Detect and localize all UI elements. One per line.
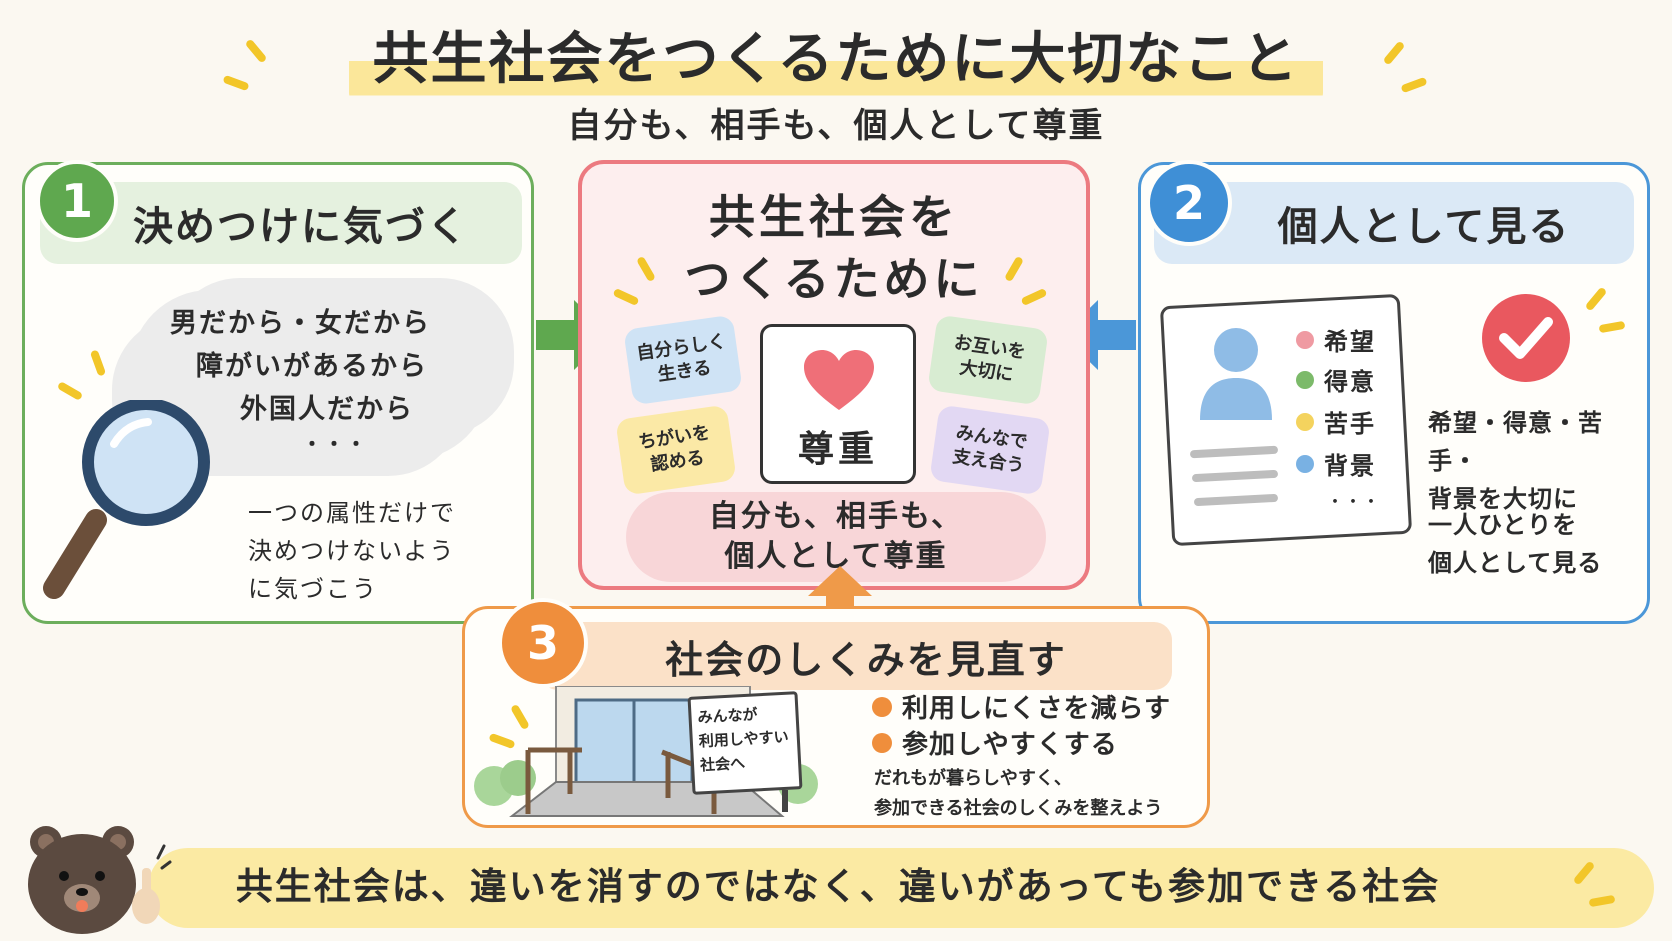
system-item-label: 参加しやすくする: [902, 730, 1118, 760]
speech-bubble: ちがいを認める: [615, 404, 737, 496]
legend-item: 苦手: [1296, 404, 1376, 439]
legend-item: 背景: [1296, 446, 1376, 481]
system-item: 参加しやすくする: [872, 724, 1118, 761]
center-title-line: つくるために: [684, 252, 984, 306]
stereotype-line: 障がいがあるから: [196, 351, 428, 382]
panel1-heading: 決めつけに気づく: [40, 182, 522, 264]
center-title: 共生社会を つくるために: [578, 186, 1090, 310]
center-summary-line: 自分も、相手も、: [708, 499, 964, 534]
number-badge-1: 1: [36, 160, 118, 242]
bottom-banner: [148, 848, 1654, 928]
legend-label: 背景: [1324, 452, 1376, 480]
system-item: 利用しにくさを減らす: [872, 688, 1171, 725]
panel3-heading: 社会のしくみを見直す: [540, 622, 1172, 690]
sign-line: 社会へ: [699, 754, 746, 775]
legend-item: 希望: [1296, 322, 1376, 357]
panel3-heading-text: 社会のしくみを見直す: [665, 637, 1067, 682]
bullet-dot: [872, 696, 892, 717]
sign-line: 利用しやすい: [698, 727, 790, 751]
bottom-message: 共生社会は、違いを消すのではなく、違いがあっても参加できる社会: [235, 865, 1441, 908]
speech-bubble: みんなで支え合う: [929, 404, 1051, 496]
panel2-text-line: 一人ひとりを: [1428, 511, 1578, 539]
number-badge-3-text: 3: [526, 616, 559, 670]
bullet-dot: [872, 732, 892, 753]
stereotype-line: ・・・: [302, 432, 368, 456]
center-summary-line: 個人として尊重: [724, 539, 948, 574]
panel2-text-line: 希望・得意・苦手・: [1428, 409, 1603, 475]
respect-label: 尊重: [797, 429, 878, 470]
system-item-label: 利用しにくさを減らす: [902, 694, 1171, 724]
stereotype-list: 男だから・女だから 障がいがあるから 外国人だから ・・・: [150, 302, 480, 457]
page-title: 共生社会をつくるために大切なこと: [348, 10, 1324, 103]
person-icon: [1200, 328, 1272, 420]
legend-label: 苦手: [1324, 410, 1376, 438]
center-summary: 自分も、相手も、 個人として尊重: [626, 497, 1046, 577]
number-badge-1-text: 1: [60, 174, 93, 228]
bear-mascot-icon: [28, 826, 172, 934]
legend-dot: [1296, 370, 1314, 389]
panel2-text1: 希望・得意・苦手・ 背景を大切に: [1428, 404, 1648, 518]
number-badge-2: 2: [1146, 160, 1232, 246]
heart-icon: [804, 350, 874, 410]
panel2-heading: 個人として見る: [1154, 182, 1634, 264]
legend-dot: [1296, 330, 1314, 349]
panel3-note-line: だれもが暮らしやすく、: [874, 768, 1072, 789]
speech-bubble: 自分らしく生きる: [623, 314, 743, 406]
stereotype-line: 男だから・女だから: [170, 308, 431, 339]
panel1-note-line: 一つの属性だけで: [248, 499, 456, 527]
signboard-post: [782, 790, 788, 812]
legend-more: ・・・: [1326, 492, 1380, 513]
check-circle-icon: [1482, 294, 1570, 382]
legend-label: 得意: [1324, 368, 1376, 396]
speech-bubble: お互いを大切に: [927, 314, 1049, 406]
legend-label: 希望: [1324, 328, 1376, 356]
panel1-note: 一つの属性だけで 決めつけないよう に気づこう: [248, 494, 508, 608]
panel1-note-line: 決めつけないよう: [248, 537, 456, 565]
legend-dot: [1296, 412, 1314, 431]
legend-item: 得意: [1296, 362, 1376, 397]
panel3-note-line: 参加できる社会のしくみを整えよう: [874, 798, 1163, 819]
number-badge-2-text: 2: [1172, 176, 1205, 230]
arrow-up-icon: [808, 566, 872, 622]
legend-dot: [1296, 454, 1314, 473]
center-summary-box: [626, 492, 1046, 582]
page-subtitle: 自分も、相手も、個人として尊重: [567, 106, 1105, 146]
signboard: みんなが 利用しやすい 社会へ: [687, 691, 803, 795]
panel2-text-line: 個人として見る: [1428, 549, 1603, 577]
panel2-text2: 一人ひとりを 個人として見る: [1428, 506, 1648, 582]
number-badge-3: 3: [498, 598, 588, 688]
panel3-note: だれもが暮らしやすく、 参加できる社会のしくみを整えよう: [874, 764, 1214, 824]
center-title-line: 共生社会を: [709, 190, 959, 244]
panel1-note-line: に気づこう: [248, 575, 378, 603]
panel2-heading-text: 個人として見る: [1277, 204, 1571, 250]
magnifier-icon: [43, 400, 210, 599]
stereotype-line: 外国人だから: [240, 394, 414, 425]
page-title-wrap: 共生社会をつくるために大切なこと: [0, 10, 1672, 103]
panel2-text-line: 背景を大切に: [1428, 485, 1578, 513]
panel1-heading-text: 決めつけに気づく: [133, 204, 469, 250]
